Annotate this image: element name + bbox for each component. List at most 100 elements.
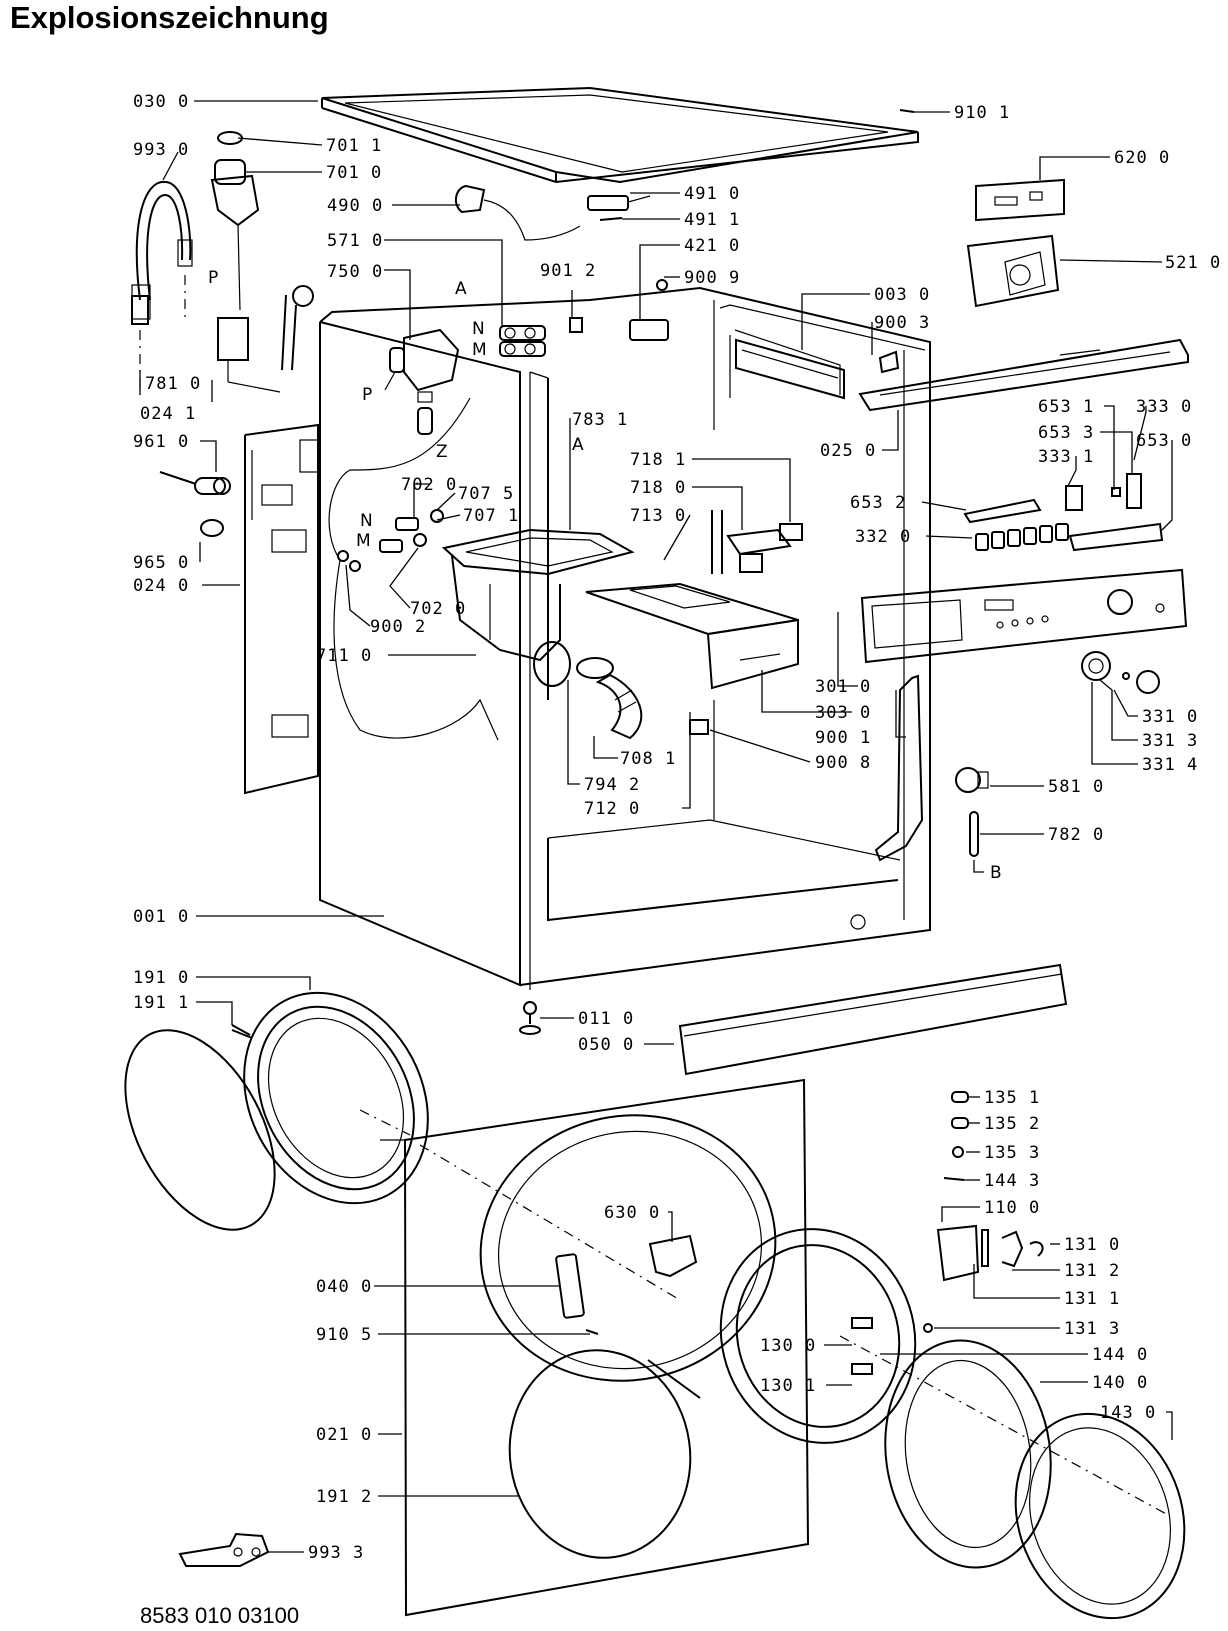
label-131-0: 131 0 xyxy=(1064,1235,1120,1255)
hose-connectors xyxy=(337,509,444,572)
door-seal xyxy=(124,991,429,1231)
cabinet-frame xyxy=(319,286,931,990)
label-140-0: 140 0 xyxy=(1092,1373,1148,1393)
label-708-1: 708 1 xyxy=(620,749,676,769)
label-131-2: 131 2 xyxy=(1064,1261,1120,1281)
display-board xyxy=(975,178,1065,222)
label-040-0: 040 0 xyxy=(316,1277,372,1297)
label-718-1: 718 1 xyxy=(630,450,686,470)
letter-m-valves: M xyxy=(472,340,487,360)
label-900-2: 900 2 xyxy=(370,617,426,637)
label-965-0: 965 0 xyxy=(133,553,189,573)
label-718-0: 718 0 xyxy=(630,478,686,498)
push-buttons xyxy=(975,523,1069,551)
label-702-0a: 702 0 xyxy=(401,475,457,495)
drain-pipe-plug xyxy=(159,471,231,537)
label-900-8: 900 8 xyxy=(815,753,871,773)
letter-n-connectors: N xyxy=(360,511,373,531)
water-tap-connector xyxy=(281,285,314,371)
label-130-1: 130 1 xyxy=(760,1376,816,1396)
letter-m-connectors: M xyxy=(356,531,371,551)
door-frame-ring xyxy=(719,1228,917,1444)
rear-panel xyxy=(244,423,319,795)
label-783-1: 783 1 xyxy=(572,410,628,430)
letter-z: Z xyxy=(436,442,448,462)
label-331-3: 331 3 xyxy=(1142,731,1198,751)
label-135-2: 135 2 xyxy=(984,1114,1040,1134)
label-653-0: 653 0 xyxy=(1136,431,1192,451)
label-024-1: 024 1 xyxy=(140,404,196,424)
label-001-0: 001 0 xyxy=(133,907,189,927)
label-490-0: 490 0 xyxy=(327,196,383,216)
program-knob xyxy=(1081,651,1160,694)
label-110-0: 110 0 xyxy=(984,1198,1040,1218)
label-332-0: 332 0 xyxy=(855,527,911,547)
label-135-3: 135 3 xyxy=(984,1143,1040,1163)
label-131-1: 131 1 xyxy=(1064,1289,1120,1309)
label-702-0b: 702 0 xyxy=(410,599,466,619)
label-900-9: 900 9 xyxy=(684,268,740,288)
label-011-0: 011 0 xyxy=(578,1009,634,1029)
main-board xyxy=(966,234,1060,308)
control-panel xyxy=(860,568,1188,664)
program-selector-parts xyxy=(963,473,1164,552)
parts-drawing xyxy=(124,86,1189,1620)
label-901-2: 901 2 xyxy=(540,261,596,281)
label-491-1: 491 1 xyxy=(684,210,740,230)
label-024-0: 024 0 xyxy=(133,576,189,596)
label-701-1: 701 1 xyxy=(326,136,382,156)
label-571-0: 571 0 xyxy=(327,231,383,251)
label-782-0: 782 0 xyxy=(1048,825,1104,845)
drawing-number: 8583 010 03100 xyxy=(140,1603,300,1628)
label-131-3: 131 3 xyxy=(1064,1319,1120,1339)
letter-n-valves: N xyxy=(472,319,485,339)
small-screws xyxy=(585,109,969,1335)
front-panel xyxy=(359,1078,810,1617)
letter-a-top: A xyxy=(455,279,467,299)
aquastop-valve xyxy=(210,131,281,393)
label-143-0: 143 0 xyxy=(1100,1403,1156,1423)
label-144-3: 144 3 xyxy=(984,1171,1040,1191)
label-750-0: 750 0 xyxy=(327,262,383,282)
door-handle xyxy=(936,1224,1044,1282)
label-333-0: 333 0 xyxy=(1136,397,1192,417)
label-620-0: 620 0 xyxy=(1114,148,1170,168)
siphon-718 xyxy=(711,510,803,574)
terminal-block xyxy=(629,279,669,341)
label-900-3: 900 3 xyxy=(874,313,930,333)
dispenser-housing xyxy=(441,528,635,687)
label-003-0: 003 0 xyxy=(874,285,930,305)
dispenser-drawer xyxy=(585,582,799,690)
label-191-0: 191 0 xyxy=(133,968,189,988)
interference-filter xyxy=(587,195,651,221)
label-331-4: 331 4 xyxy=(1142,755,1198,775)
connection-letters: P P A A N M N M Z B xyxy=(208,268,1002,883)
foot-011 xyxy=(519,1001,541,1035)
letter-a-dispenser: A xyxy=(572,435,584,455)
label-301-0: 301 0 xyxy=(815,677,871,697)
label-491-0: 491 0 xyxy=(684,184,740,204)
label-910-1: 910 1 xyxy=(954,103,1010,123)
label-701-0: 701 0 xyxy=(326,163,382,183)
letter-p-left: P xyxy=(208,268,218,288)
label-135-1: 135 1 xyxy=(984,1088,1040,1108)
label-961-0: 961 0 xyxy=(133,432,189,452)
label-025-0: 025 0 xyxy=(820,441,876,461)
label-993-3: 993 3 xyxy=(308,1543,364,1563)
letter-p-mid: P xyxy=(362,385,372,405)
label-993-0: 993 0 xyxy=(133,140,189,160)
page-title: Explosionszeichnung xyxy=(10,0,329,35)
mains-cable xyxy=(454,184,581,241)
label-707-1: 707 1 xyxy=(463,506,519,526)
label-521-0: 521 0 xyxy=(1165,253,1221,273)
label-653-3: 653 3 xyxy=(1038,423,1094,443)
letter-b: B xyxy=(990,863,1002,883)
door-outer-ring xyxy=(1014,1412,1186,1620)
top-lid xyxy=(321,86,919,184)
cable-harness xyxy=(874,674,924,862)
label-712-0: 712 0 xyxy=(584,799,640,819)
panel-rail xyxy=(858,338,1189,412)
label-630-0: 630 0 xyxy=(604,1203,660,1223)
label-030-0: 030 0 xyxy=(133,92,189,112)
